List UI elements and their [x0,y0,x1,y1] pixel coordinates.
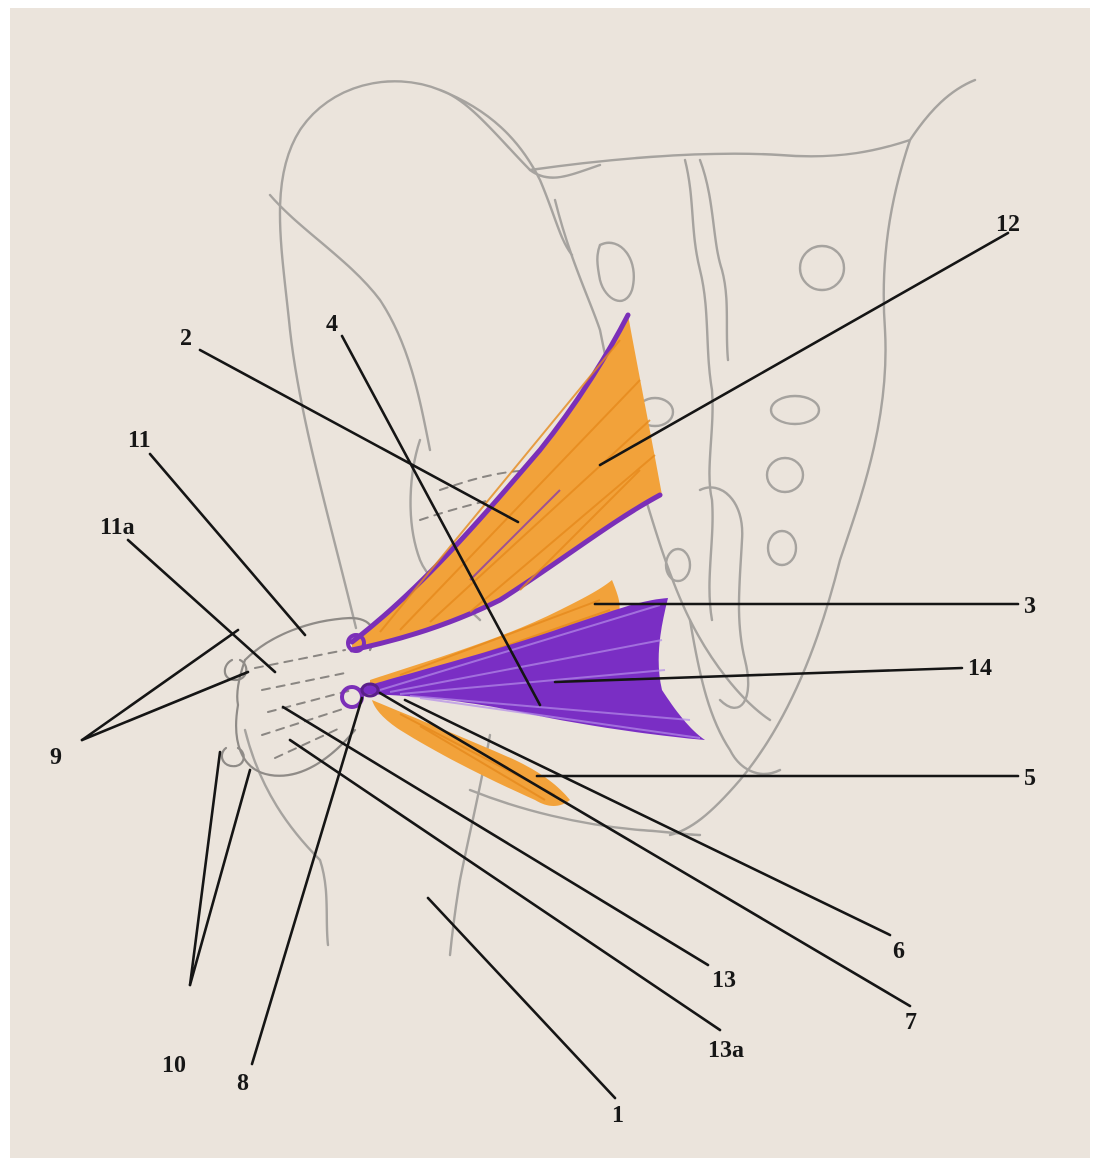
label-11: 11 [128,428,151,452]
label-13: 13 [712,968,736,992]
label-11a: 11a [100,515,135,539]
label-10: 10 [162,1053,186,1077]
label-5: 5 [1024,766,1036,790]
label-6: 6 [893,939,905,963]
label-7: 7 [905,1010,917,1034]
label-1: 1 [612,1103,624,1127]
label-3: 3 [1024,594,1036,618]
label-8: 8 [237,1071,249,1095]
label-14: 14 [968,656,992,680]
label-4: 4 [326,312,338,336]
paper-background [10,8,1090,1158]
label-12: 12 [996,212,1020,236]
label-9: 9 [50,745,62,769]
label-13a: 13a [708,1038,744,1062]
label-2: 2 [180,326,192,350]
